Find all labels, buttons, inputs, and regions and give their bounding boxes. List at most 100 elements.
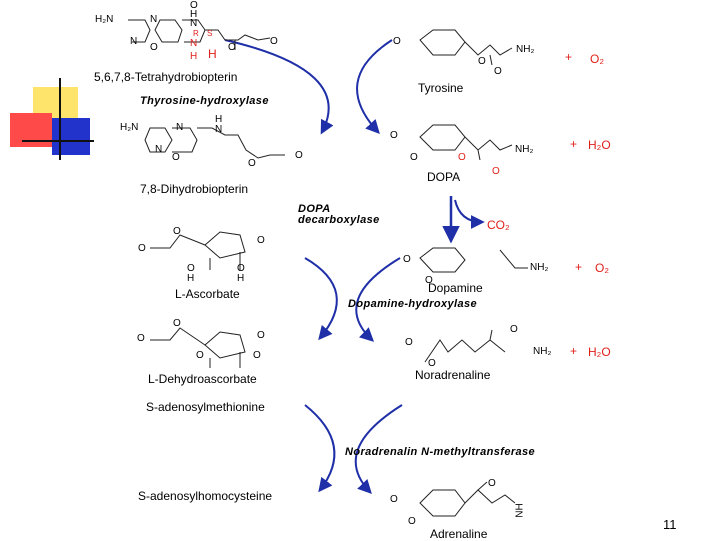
atom-o-bh4-bottom: O (150, 42, 158, 53)
atom-h-bh4-red-a: H (190, 51, 198, 62)
atom-o-bh2-a: O (172, 152, 180, 163)
slide-number: 11 (663, 517, 677, 532)
atom-o-dopa-red-b: O (492, 166, 500, 177)
atom-o-bh2-c: O (295, 150, 303, 161)
atom-o-bh4-side-b: O (270, 36, 278, 47)
atom-n-bh4-a: N (150, 14, 158, 25)
atom-nh2-tyrosine: NH₂ (516, 44, 535, 55)
enzyme-dopa-decarboxylase-line2: decarboxylase (298, 214, 380, 226)
atom-o-adr-c: O (488, 478, 496, 489)
stereo-s: S (207, 29, 213, 38)
atom-nh2-dopamine: NH₂ (530, 262, 549, 273)
enzyme-dopa-decarboxylase-line1: DOPA (298, 203, 331, 215)
atom-o-dehydro-c: O (257, 330, 265, 341)
plus-dopa: + (570, 137, 578, 151)
arrow-bh4-to-bh2 (224, 39, 334, 135)
atom-o-ascorbate-a: O (138, 243, 146, 254)
label-adrenaline: Adrenaline (430, 527, 488, 541)
atom-n-bh2-a: N (176, 122, 184, 133)
atom-o-bh4-side-a: O (228, 42, 236, 53)
label-dopa: DOPA (427, 170, 461, 184)
structure-tyrosine (419, 29, 513, 66)
label-tyrosine: Tyrosine (418, 81, 464, 95)
atom-o-dehydro-a: O (137, 333, 145, 344)
atom-o-dopa-red-a: O (458, 152, 466, 163)
structure-bh4 (128, 19, 271, 50)
deco-line-vertical (59, 78, 61, 160)
atom-o-adr-a: O (390, 494, 398, 505)
enzyme-tyrosine-hydroxylase: Thyrosine-hydroxylase (140, 95, 269, 107)
arrow-ascorbate-to-dehydro (304, 257, 338, 341)
label-noradrenaline: Noradrenaline (415, 368, 491, 382)
label-dopamine: Dopamine (428, 281, 483, 295)
arrow-sam-to-sah (304, 404, 336, 493)
atom-h-bh4-red-b: H (208, 47, 217, 61)
label-ascorbate: L-Ascorbate (175, 287, 240, 301)
atom-n-bh2-c: N (215, 124, 223, 135)
atom-o-dehydro-d: O (196, 350, 204, 361)
atom-o-noradr-b: O (428, 358, 436, 369)
atom-o-ascorbate-c: O (257, 235, 265, 246)
atom-o-adr-b: O (408, 516, 416, 527)
atom-o-noradr-c: O (510, 324, 518, 335)
deco-square-blue (52, 118, 90, 155)
structure-dehydroascorbate (150, 327, 246, 368)
atom-n-bh4-red: N (190, 38, 198, 49)
enzyme-dopamine-hydroxylase: Dopamine-hydroxylase (348, 298, 478, 310)
atom-o-tyrosine-b: O (494, 66, 502, 77)
atom-o-dehydro-e: O (253, 350, 261, 361)
atom-h-bh2: H (215, 114, 223, 125)
atom-o-noradr-a: O (405, 337, 413, 348)
atom-n-bh4-b: N (130, 36, 138, 47)
atom-o-dopamine-b: O (425, 275, 433, 286)
plus-tyrosine: + (565, 50, 573, 64)
atom-n-bh2-b: N (155, 144, 163, 155)
atom-h2n-bh2: H₂N (120, 122, 139, 133)
atom-nh2-dopa: NH₂ (515, 144, 534, 155)
atom-o-dopa-a: O (390, 130, 398, 141)
atom-h-ascorbate-b: H (237, 273, 245, 284)
structure-dopamine (419, 247, 528, 273)
structure-dopa (419, 124, 513, 161)
atom-o-ascorbate-e: O (237, 263, 245, 274)
arrow-dopamine-to-noradrenaline (355, 257, 401, 342)
cofactor-h2o-dopa: H₂O (588, 138, 611, 152)
deco-line-horizontal (22, 140, 94, 142)
atom-n-bh4-c: N (190, 18, 198, 29)
atom-o-bh4-top: O (190, 0, 198, 11)
atom-nh2-noradr: NH₂ (533, 346, 552, 357)
arrow-tyrosine-to-dopa (356, 39, 393, 135)
label-bh2: 7,8-Dihydrobiopterin (140, 182, 249, 196)
cofactor-o2-dopamine: O₂ (595, 261, 609, 275)
atom-o-ascorbate-d: O (187, 263, 195, 274)
atom-o-bh2-b: O (248, 158, 256, 169)
atom-o-dopa-b: O (410, 152, 418, 163)
label-sah: S-adenosylhomocysteine (138, 489, 273, 503)
arrow-co2-release (454, 199, 485, 229)
atom-h-ascorbate-a: H (187, 273, 195, 284)
enzyme-pnmt: Noradrenalin N-methyltransferase (345, 446, 536, 458)
plus-dopamine: + (575, 260, 583, 274)
atom-o-tyrosine-a: O (478, 56, 486, 67)
cofactor-o2-tyrosine: O₂ (590, 52, 604, 66)
arrow-noradrenaline-to-adrenaline (354, 404, 403, 495)
cofactor-co2: CO₂ (487, 218, 510, 232)
atom-h2n-bh4: H₂N (95, 14, 114, 25)
stereo-r: R (193, 29, 199, 38)
atom-o-tyrosine-ring: O (393, 36, 401, 47)
structure-adrenaline (419, 481, 516, 517)
atom-h-bh4-top: H (190, 9, 198, 20)
plus-noradrenaline: + (570, 344, 578, 358)
label-sam: S-adenosylmethionine (146, 400, 265, 414)
atom-o-ascorbate-b: O (173, 226, 181, 237)
atom-o-dehydro-b: O (173, 318, 181, 329)
cofactor-h2o-noradrenaline: H₂O (588, 345, 611, 359)
atom-o-dopamine-a: O (403, 254, 411, 265)
atom-n-adr: NH (514, 503, 526, 518)
structure-bh2 (144, 127, 285, 159)
label-dehydroascorbate: L-Dehydroascorbate (148, 372, 257, 386)
structure-ascorbate (150, 231, 246, 270)
label-bh4: 5,6,7,8-Tetrahydrobiopterin (94, 70, 238, 84)
structure-noradrenaline (424, 329, 506, 363)
